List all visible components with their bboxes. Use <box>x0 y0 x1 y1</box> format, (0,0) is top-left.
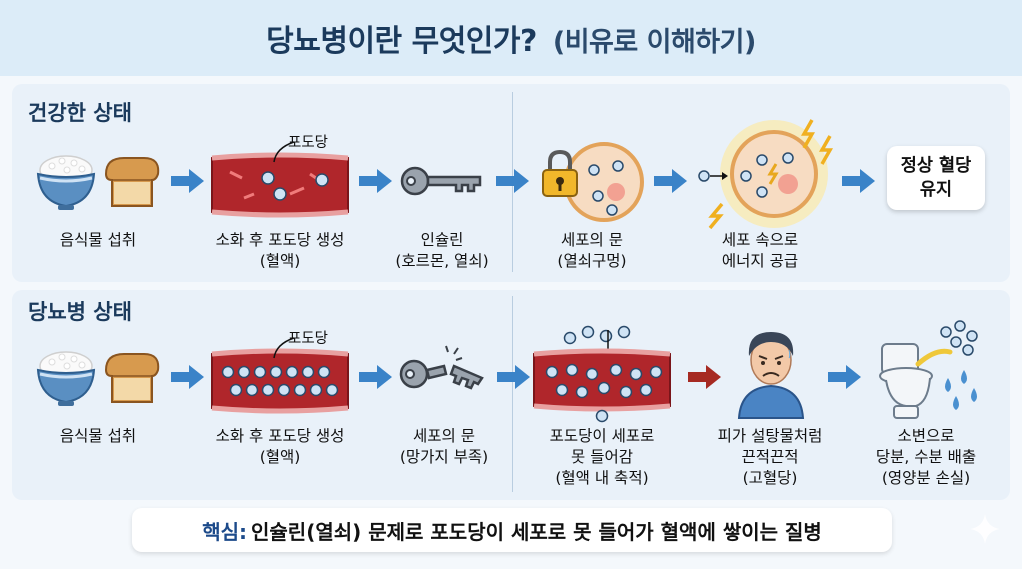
caption-line: 음식물 섭취 <box>59 427 137 445</box>
healthy-step-4-caption: 세포의 문 (열쇠구멍) <box>557 230 626 272</box>
caption-line: 소변으로 <box>897 427 955 445</box>
caption-line: 포도당이 세포로 <box>549 427 655 445</box>
caption-line: (혈액) <box>259 252 301 270</box>
broken-key-icon <box>399 345 484 390</box>
caption-line: (망가지 부족) <box>399 448 489 466</box>
arrow-diabetes-5 <box>828 365 861 389</box>
caption-line: 소화 후 포도당 생성 <box>215 231 345 249</box>
arrow-healthy-5 <box>842 169 875 193</box>
rice-bowl-icon <box>36 155 96 210</box>
glucose-label-diabetes: 포도당 <box>288 331 329 347</box>
sparkle-icon <box>970 514 1000 544</box>
diabetes-step-2-caption: 소화 후 포도당 생성 (혈액) <box>216 426 345 468</box>
arrow-healthy-2 <box>359 169 392 193</box>
caption-line: (혈액 내 축적) <box>555 469 649 487</box>
normal-blood-sugar-box: 정상 혈당 유지 <box>887 146 985 210</box>
diabetes-section-label: 당뇨병 상태 <box>28 300 132 324</box>
caption-line: 피가 설탕물처럼 <box>717 427 823 445</box>
energized-cell-icon <box>698 119 834 230</box>
padlock-icon <box>542 149 578 197</box>
caption-line: (열쇠구멍) <box>557 252 627 270</box>
summary-key-label: 핵심: <box>202 519 247 544</box>
caption-line: (혈액) <box>259 448 301 466</box>
healthy-cell-icon <box>564 142 644 222</box>
key-summary-box: 핵심: 인슐린(열쇠) 문제로 포도당이 세포로 못 들어가 혈액에 쌓이는 질… <box>132 508 892 552</box>
subtitle-text: (비유로 이해하기) <box>552 27 756 58</box>
caption-line: 세포 속으로 <box>721 231 799 249</box>
caption-line: 소화 후 포도당 생성 <box>215 427 345 445</box>
arrow-healthy-3 <box>496 169 529 193</box>
diabetes-panel <box>12 290 1010 500</box>
crowded-blood-vessel-icon <box>211 337 349 414</box>
arrow-healthy-4 <box>654 169 687 193</box>
caption-line: 음식물 섭취 <box>59 231 137 249</box>
caption-line: (고혈당) <box>742 469 798 487</box>
diabetes-step-3-caption: 세포의 문 (망가지 부족) <box>400 426 488 468</box>
rice-bowl-icon <box>36 351 96 406</box>
caption-line: (호르몬, 열쇠) <box>395 252 489 270</box>
arrow-diabetes-1 <box>171 365 204 389</box>
arrow-diabetes-4 <box>688 365 721 389</box>
caption-line: 에너지 공급 <box>721 252 799 270</box>
caption-line: 세포의 문 <box>413 427 475 445</box>
blocked-vessel-icon <box>533 325 671 423</box>
diabetes-divider <box>512 296 513 492</box>
arrow-healthy-1 <box>171 169 204 193</box>
caption-line: 세포의 문 <box>561 231 623 249</box>
summary-text: 인슐린(열쇠) 문제로 포도당이 세포로 못 들어가 혈액에 쌓이는 질병 <box>251 519 822 544</box>
result-line1: 정상 혈당 <box>900 156 972 176</box>
caption-line: 못 들어감 <box>571 448 633 466</box>
caption-line: 인슐린 <box>420 231 464 249</box>
blood-vessel-icon <box>211 141 349 218</box>
result-line2: 유지 <box>919 180 953 200</box>
healthy-step-1-caption: 음식물 섭취 <box>60 230 136 251</box>
caption-line: (영양분 손실) <box>881 469 971 487</box>
glucose-label-healthy: 포도당 <box>288 135 329 151</box>
healthy-section-label: 건강한 상태 <box>28 101 132 125</box>
toilet-icon <box>879 320 978 419</box>
bread-icon <box>104 157 160 207</box>
key-icon <box>400 166 482 196</box>
bread-icon <box>104 353 160 403</box>
title-text: 당뇨병이란 무엇인가? <box>266 24 537 59</box>
arrow-diabetes-2 <box>359 365 392 389</box>
caption-line: 끈적끈적 <box>741 448 799 466</box>
healthy-step-3-caption: 인슐린 (호르몬, 열쇠) <box>395 230 488 272</box>
sick-person-icon <box>737 332 805 419</box>
caption-line: 당분, 수분 배출 <box>875 448 977 466</box>
healthy-step-2-caption: 소화 후 포도당 생성 (혈액) <box>216 230 345 272</box>
title-bar: 당뇨병이란 무엇인가? (비유로 이해하기) <box>0 0 1022 76</box>
diabetes-step-1-caption: 음식물 섭취 <box>60 426 136 447</box>
arrow-diabetes-3 <box>497 365 530 389</box>
page-title: 당뇨병이란 무엇인가? (비유로 이해하기) <box>266 16 756 60</box>
